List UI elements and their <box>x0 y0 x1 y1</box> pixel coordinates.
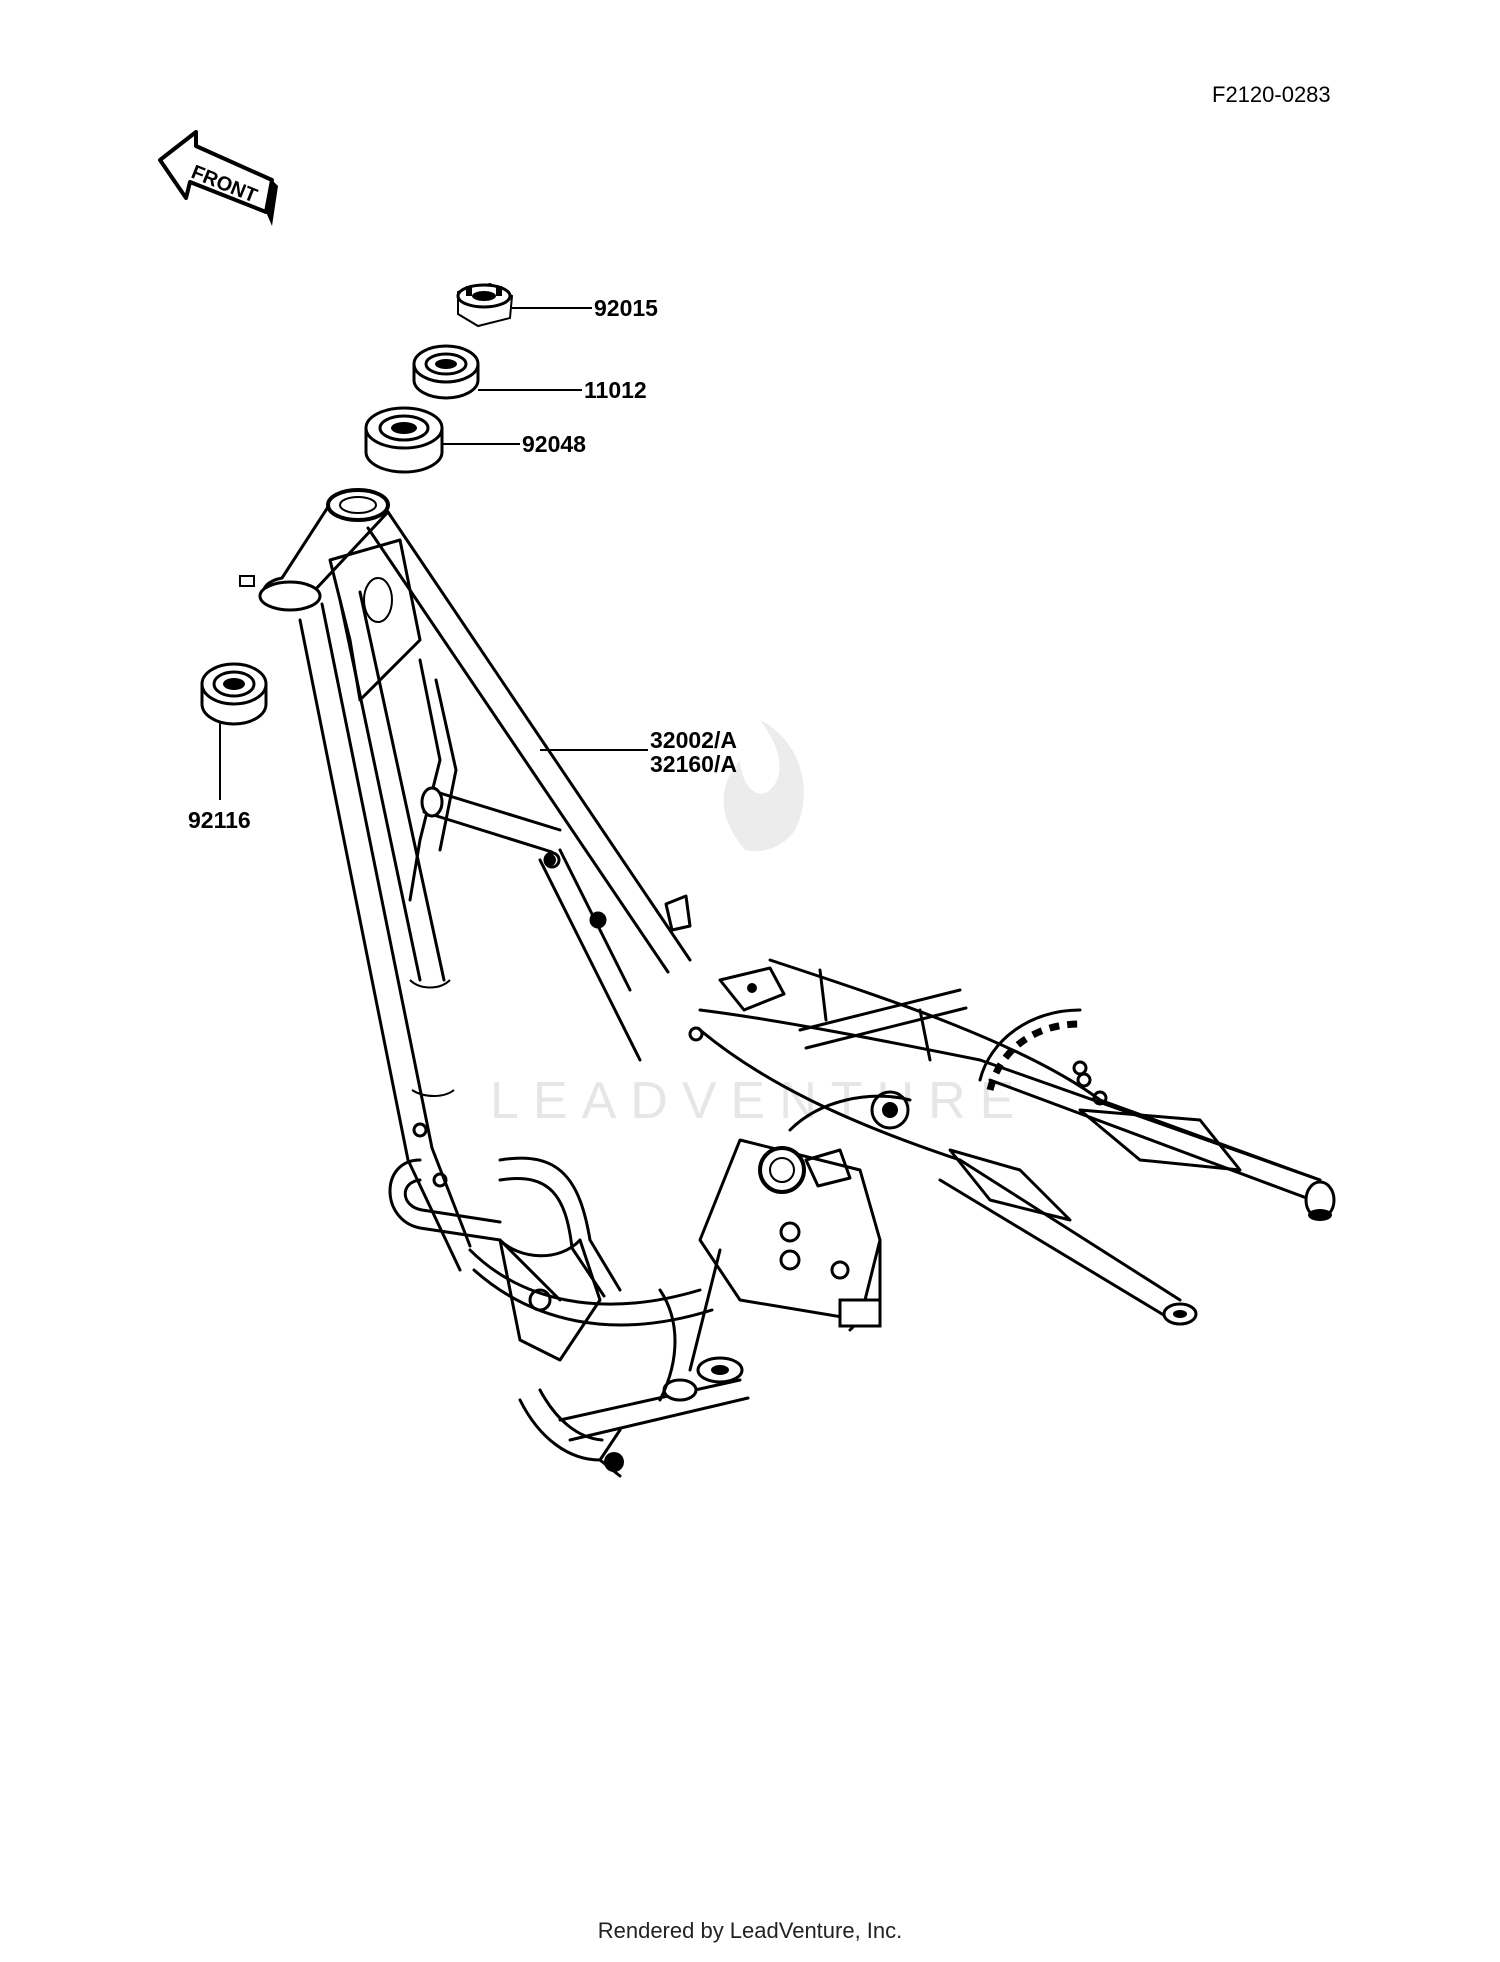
footer-credit: Rendered by LeadVenture, Inc. <box>597 1918 903 1943</box>
flame-logo-icon <box>723 720 804 852</box>
front-arrow-icon: FRONT <box>158 130 278 226</box>
part-label-92048: 92048 <box>522 431 586 457</box>
part-label-32002a: 32002/A <box>650 727 737 753</box>
part-label-92116: 92116 <box>188 807 251 833</box>
diagram-code: F2120-0283 <box>1212 82 1331 107</box>
seal-92048-icon <box>364 406 444 474</box>
part-label-11012: 11012 <box>584 377 647 403</box>
bearing-92116-icon <box>200 662 268 726</box>
part-label-92015: 92015 <box>594 295 658 321</box>
part-label-32160a: 32160/A <box>650 751 737 777</box>
motorcycle-frame-drawing <box>239 488 1336 1478</box>
bearing-11012-icon <box>412 344 480 400</box>
nut-92015-icon <box>456 282 514 328</box>
watermark-text: LEADVENTURE <box>490 1072 1028 1130</box>
watermark: LEADVENTURE <box>490 720 1028 1130</box>
